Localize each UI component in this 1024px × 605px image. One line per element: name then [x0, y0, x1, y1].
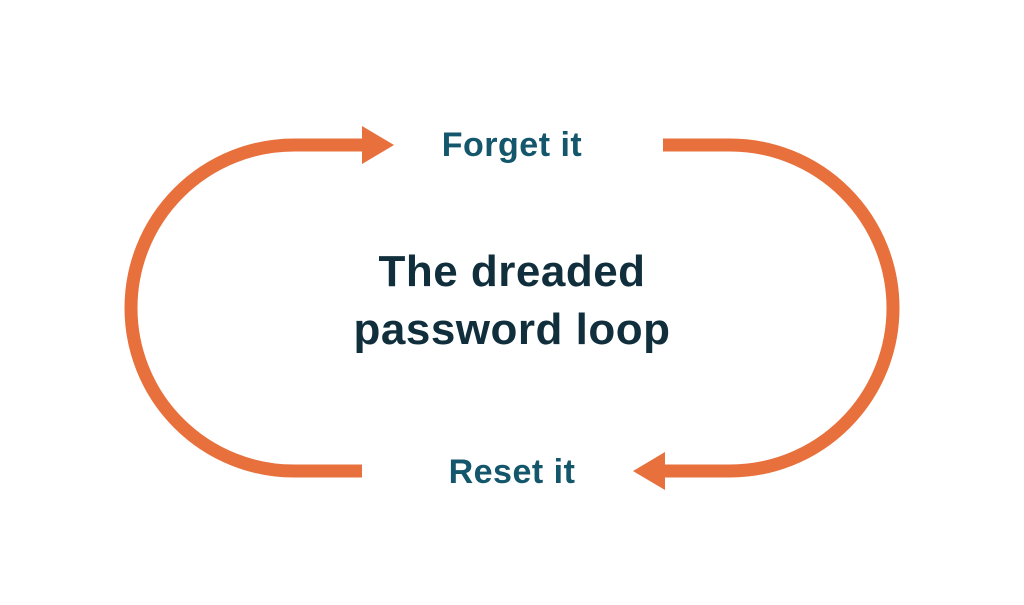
reset-it-label: Reset it — [448, 453, 576, 491]
title-line-2: password loop — [353, 305, 671, 354]
diagram-title: The dreaded password loop — [0, 243, 1024, 359]
title-line-1: The dreaded — [378, 247, 646, 296]
forget-it-label: Forget it — [441, 126, 583, 164]
loop-arc-left — [124, 138, 364, 478]
loop-arc-right — [663, 138, 900, 478]
arrowhead-left-icon — [633, 452, 665, 490]
arrowhead-right-icon — [362, 126, 394, 164]
